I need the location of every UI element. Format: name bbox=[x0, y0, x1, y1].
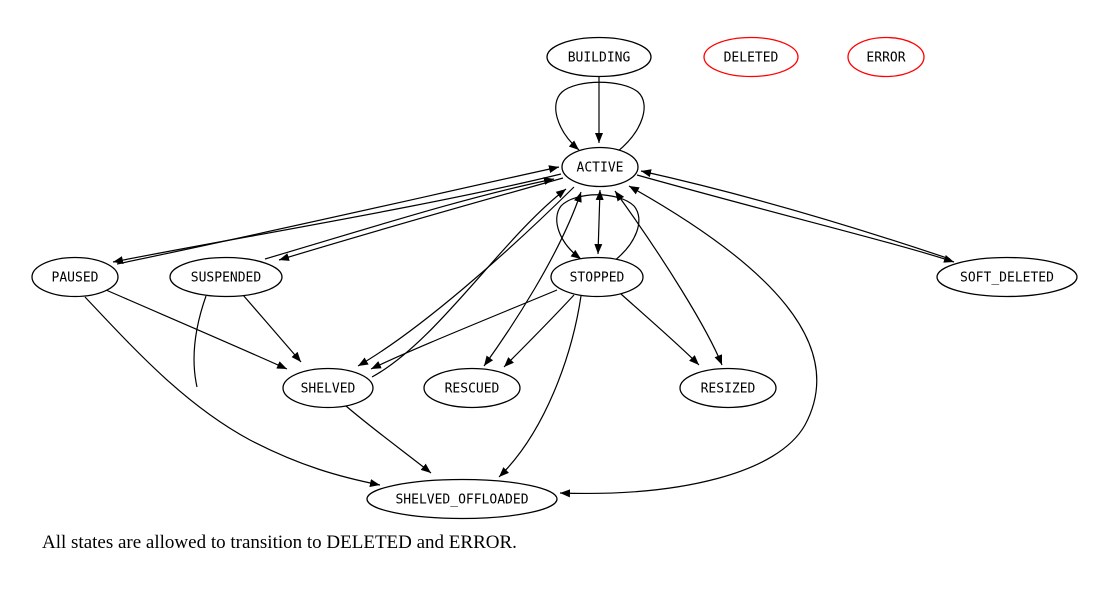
state-node-soft_deleted: SOFT_DELETED bbox=[936, 256, 1078, 298]
state-label-suspended: SUSPENDED bbox=[191, 271, 262, 286]
transition-active-active bbox=[555, 81, 645, 153]
state-node-suspended: SUSPENDED bbox=[169, 256, 283, 298]
state-label-shelved: SHELVED bbox=[301, 382, 356, 397]
state-ellipse-building bbox=[546, 36, 652, 78]
transition-suspended-shelved_offloaded bbox=[193, 295, 207, 388]
state-ellipse-error bbox=[847, 36, 925, 78]
state-node-shelved_offloaded: SHELVED_OFFLOADED bbox=[366, 478, 558, 520]
transition-paused-shelved bbox=[105, 289, 288, 370]
state-label-stopped: STOPPED bbox=[570, 271, 625, 286]
transition-suspended-shelved bbox=[242, 294, 302, 363]
transition-stopped-shelved_offloaded bbox=[498, 295, 582, 478]
transition-paused-active bbox=[116, 165, 560, 265]
transition-stopped-resized bbox=[620, 293, 700, 366]
state-node-rescued: RESCUED bbox=[423, 367, 521, 409]
state-node-error: ERROR bbox=[847, 36, 925, 78]
state-ellipse-soft_deleted bbox=[936, 256, 1078, 298]
transition-active-shelved_offloaded bbox=[559, 185, 818, 498]
transition-shelved-shelved_offloaded bbox=[345, 405, 432, 474]
diagram-caption: All states are allowed to transition to … bbox=[42, 532, 517, 553]
state-ellipse-shelved bbox=[282, 367, 374, 409]
state-label-paused: PAUSED bbox=[52, 271, 99, 286]
state-ellipse-deleted bbox=[703, 36, 799, 78]
state-label-soft_deleted: SOFT_DELETED bbox=[960, 271, 1054, 286]
state-label-deleted: DELETED bbox=[724, 51, 779, 66]
state-label-active: ACTIVE bbox=[577, 161, 624, 176]
state-label-resized: RESIZED bbox=[701, 382, 756, 397]
state-node-stopped: STOPPED bbox=[550, 256, 644, 298]
transition-active-suspended bbox=[278, 177, 564, 261]
transition-active-soft_deleted bbox=[636, 174, 955, 263]
state-ellipse-shelved_offloaded bbox=[366, 478, 558, 520]
transition-suspended-active bbox=[264, 177, 555, 260]
state-node-resized: RESIZED bbox=[679, 367, 777, 409]
state-node-deleted: DELETED bbox=[703, 36, 799, 78]
transition-stopped-rescued bbox=[503, 294, 575, 368]
transition-active-stopped bbox=[594, 189, 604, 255]
transition-stopped-shelved bbox=[370, 289, 558, 370]
transition-paused-shelved_offloaded bbox=[84, 296, 381, 487]
state-node-building: BUILDING bbox=[546, 36, 652, 78]
transition-active-paused bbox=[112, 173, 562, 264]
state-ellipse-resized bbox=[679, 367, 777, 409]
state-node-shelved: SHELVED bbox=[282, 367, 374, 409]
state-ellipse-stopped bbox=[550, 256, 644, 298]
state-ellipse-suspended bbox=[169, 256, 283, 298]
transition-soft_deleted-active bbox=[640, 169, 951, 260]
state-node-paused: PAUSED bbox=[31, 256, 119, 298]
state-label-error: ERROR bbox=[866, 51, 905, 66]
state-node-active: ACTIVE bbox=[561, 146, 639, 188]
state-graph-svg: BUILDING DELETED ERROR ACTIVE PAUSED SUSPENDE… bbox=[31, 36, 1078, 520]
state-label-building: BUILDING bbox=[568, 51, 631, 66]
state-ellipse-active bbox=[561, 146, 639, 188]
state-ellipse-paused bbox=[31, 256, 119, 298]
state-ellipse-rescued bbox=[423, 367, 521, 409]
state-label-shelved_offloaded: SHELVED_OFFLOADED bbox=[395, 493, 528, 508]
state-label-rescued: RESCUED bbox=[445, 382, 500, 397]
